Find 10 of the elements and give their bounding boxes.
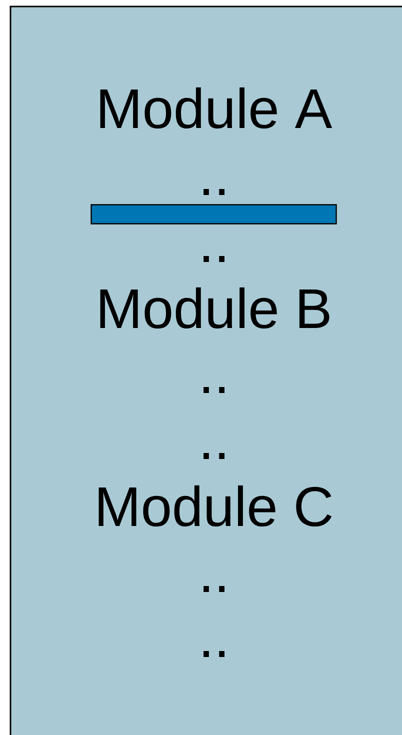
module-label: Module B xyxy=(100,287,330,329)
bar xyxy=(90,204,337,224)
module-label: .. xyxy=(204,189,224,195)
module-label: .. xyxy=(204,586,224,592)
module-label: .. xyxy=(204,387,224,393)
module-label: Module A xyxy=(100,87,332,129)
module-label: .. xyxy=(204,256,224,262)
module-label: .. xyxy=(204,453,224,459)
module-label: .. xyxy=(204,651,224,657)
module-label: Module C xyxy=(98,485,332,527)
